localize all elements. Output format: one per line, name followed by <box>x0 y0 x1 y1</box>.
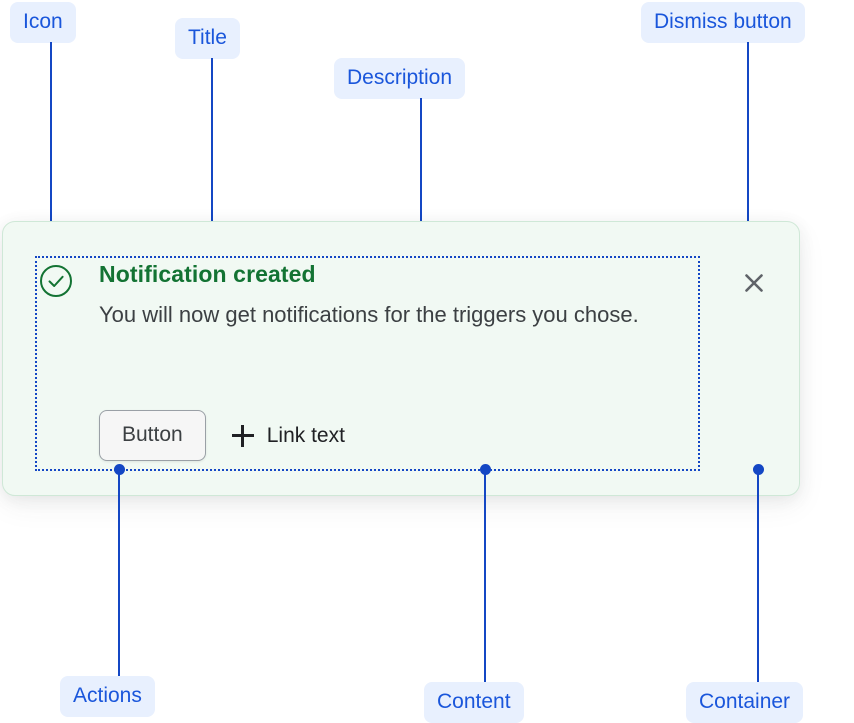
annotation-line-container <box>757 470 759 682</box>
plus-icon <box>231 424 254 447</box>
annotation-dot-actions <box>113 464 125 475</box>
annotation-dot-container <box>752 464 764 475</box>
annotation-line-icon <box>50 42 52 250</box>
close-icon <box>745 274 763 292</box>
dismiss-button[interactable] <box>739 268 769 298</box>
annotation-label-container: Container <box>686 682 804 723</box>
annotation-label-title: Title <box>175 18 240 59</box>
notification-content: Notification created You will now get no… <box>35 256 700 471</box>
annotation-label-actions: Actions <box>60 676 155 717</box>
annotation-label-description: Description <box>334 58 466 99</box>
annotation-label-dismiss-button: Dismiss button <box>641 2 805 43</box>
notification-actions: Button Link text <box>99 410 345 461</box>
annotation-label-content: Content <box>424 682 524 723</box>
annotation-line-title <box>211 58 213 268</box>
check-circle-icon <box>39 264 73 298</box>
annotation-label-icon: Icon <box>10 2 76 43</box>
notification-text-block: Notification created You will now get no… <box>99 258 698 330</box>
action-button[interactable]: Button <box>99 410 206 461</box>
notification-description: You will now get notifications for the t… <box>99 301 639 327</box>
notification-container: Notification created You will now get no… <box>2 221 800 496</box>
annotation-line-content <box>484 470 486 682</box>
notification-title: Notification created <box>99 261 316 287</box>
action-link-label: Link text <box>266 423 345 447</box>
action-link[interactable]: Link text <box>231 423 345 448</box>
annotation-line-description <box>420 98 422 306</box>
annotation-line-dismiss-button <box>747 42 749 248</box>
annotation-line-actions <box>118 470 120 676</box>
annotation-dot-content <box>479 464 491 475</box>
